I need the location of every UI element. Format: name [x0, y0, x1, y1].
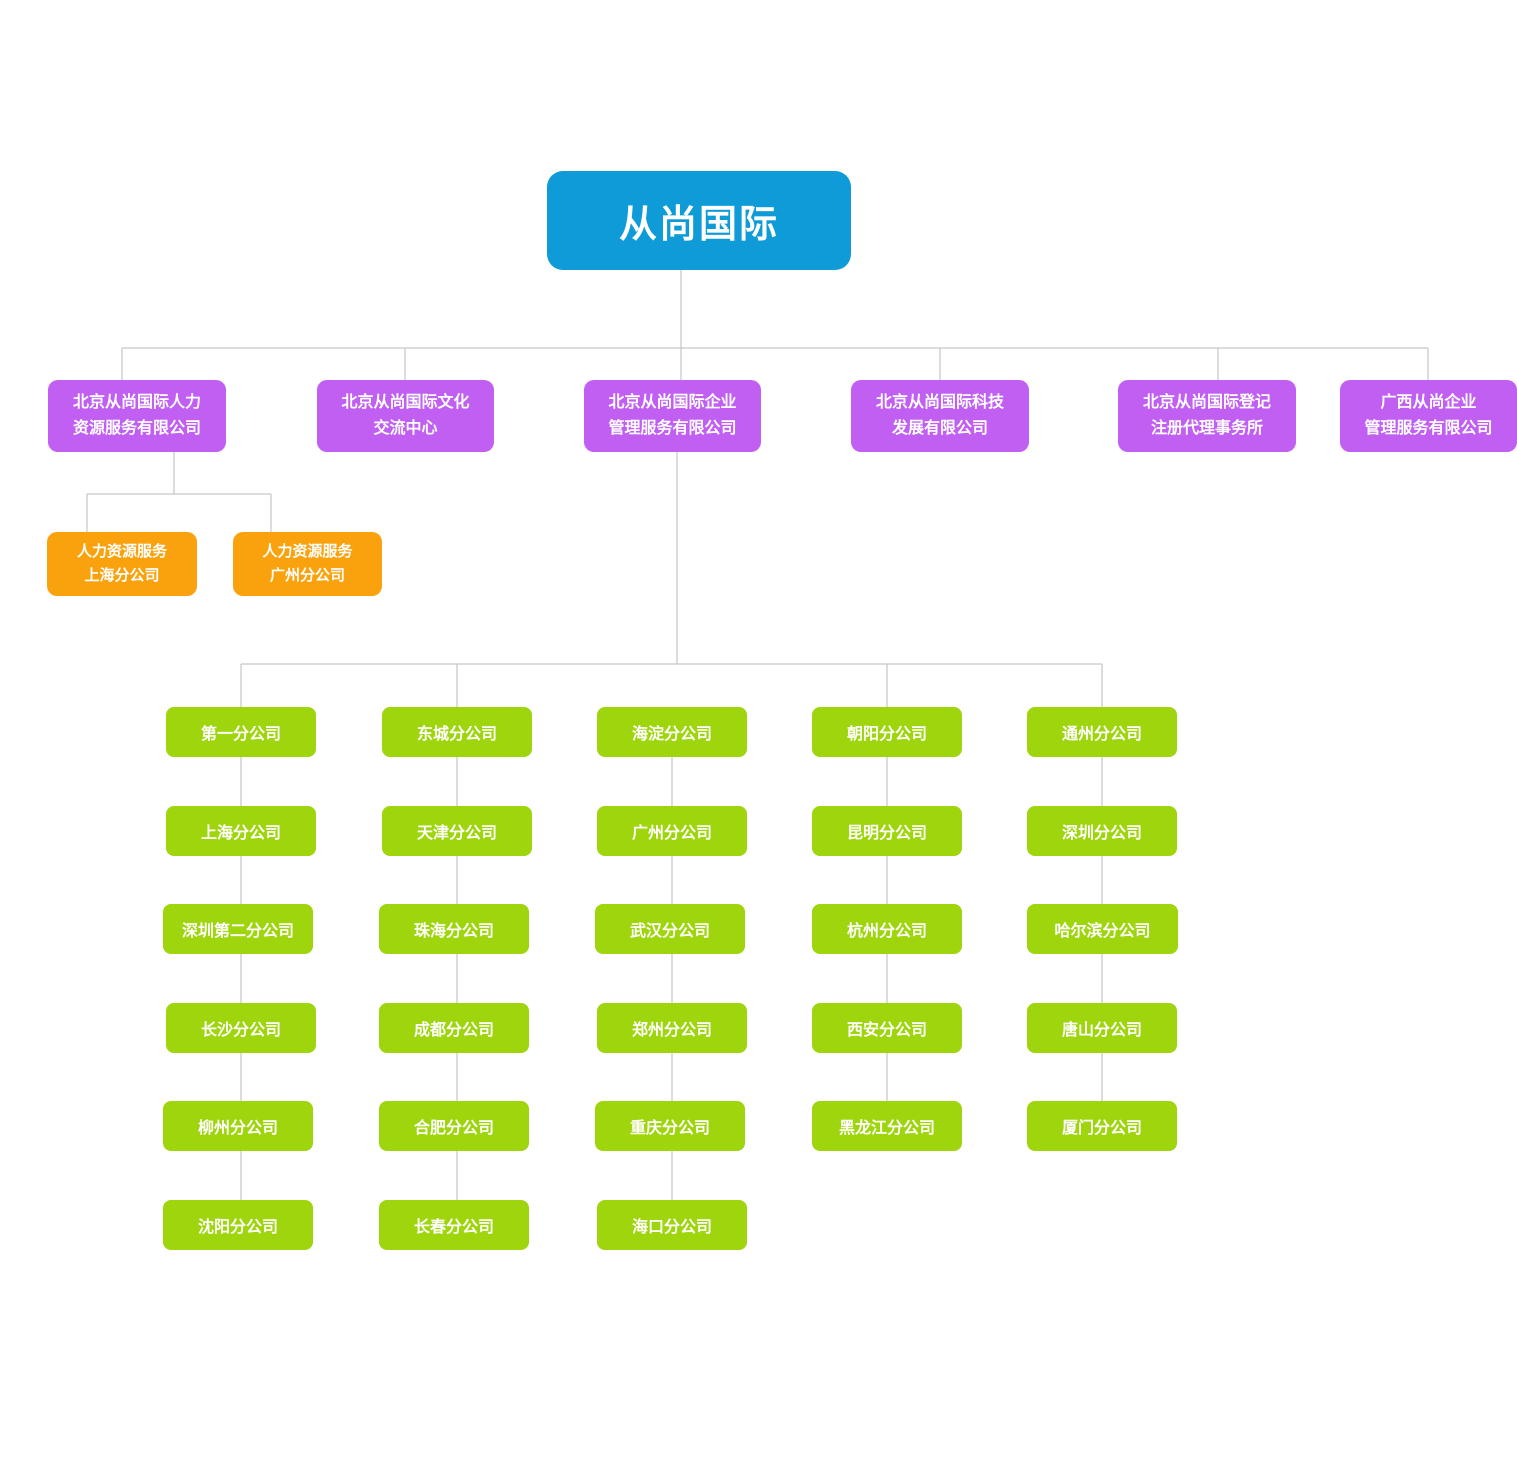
node-branch-c2r1[interactable]: 东城分公司 [382, 707, 532, 757]
node-branch-c1r1[interactable]: 第一分公司 [166, 707, 316, 757]
node-branch-c3r6[interactable]: 海口分公司 [597, 1200, 747, 1250]
node-branch-c4r5[interactable]: 黑龙江分公司 [812, 1101, 962, 1151]
node-branch-c5r3[interactable]: 哈尔滨分公司 [1027, 904, 1178, 954]
node-registration-agency[interactable]: 北京从尚国际登记 注册代理事务所 [1118, 380, 1296, 452]
node-branch-c5r4[interactable]: 唐山分公司 [1027, 1003, 1177, 1053]
node-branch-c2r3[interactable]: 珠海分公司 [379, 904, 529, 954]
node-branch-c4r3[interactable]: 杭州分公司 [812, 904, 962, 954]
node-hr-shanghai-branch[interactable]: 人力资源服务 上海分公司 [47, 532, 197, 596]
node-branch-c3r3[interactable]: 武汉分公司 [595, 904, 745, 954]
node-branch-c3r5[interactable]: 重庆分公司 [595, 1101, 745, 1151]
node-guangxi-management-company[interactable]: 广西从尚企业 管理服务有限公司 [1340, 380, 1517, 452]
node-root-company[interactable]: 从尚国际 [547, 171, 851, 270]
node-branch-c1r4[interactable]: 长沙分公司 [166, 1003, 316, 1053]
node-hr-guangzhou-branch[interactable]: 人力资源服务 广州分公司 [233, 532, 382, 596]
node-branch-c3r4[interactable]: 郑州分公司 [597, 1003, 747, 1053]
node-branch-c5r5[interactable]: 厦门分公司 [1027, 1101, 1177, 1151]
node-hr-services-company[interactable]: 北京从尚国际人力 资源服务有限公司 [48, 380, 226, 452]
node-branch-c3r1[interactable]: 海淀分公司 [597, 707, 747, 757]
node-branch-c5r1[interactable]: 通州分公司 [1027, 707, 1177, 757]
node-branch-c4r4[interactable]: 西安分公司 [812, 1003, 962, 1053]
node-tech-development-company[interactable]: 北京从尚国际科技 发展有限公司 [851, 380, 1029, 452]
node-branch-c1r3[interactable]: 深圳第二分公司 [163, 904, 313, 954]
node-branch-c4r2[interactable]: 昆明分公司 [812, 806, 962, 856]
node-culture-exchange-center[interactable]: 北京从尚国际文化 交流中心 [317, 380, 494, 452]
node-enterprise-management-company[interactable]: 北京从尚国际企业 管理服务有限公司 [584, 380, 761, 452]
node-branch-c2r4[interactable]: 成都分公司 [379, 1003, 529, 1053]
node-branch-c5r2[interactable]: 深圳分公司 [1027, 806, 1177, 856]
node-branch-c2r6[interactable]: 长春分公司 [379, 1200, 529, 1250]
node-branch-c1r6[interactable]: 沈阳分公司 [163, 1200, 313, 1250]
node-branch-c1r2[interactable]: 上海分公司 [166, 806, 316, 856]
node-branch-c2r2[interactable]: 天津分公司 [382, 806, 532, 856]
node-branch-c2r5[interactable]: 合肥分公司 [379, 1101, 529, 1151]
node-branch-c4r1[interactable]: 朝阳分公司 [812, 707, 962, 757]
node-branch-c3r2[interactable]: 广州分公司 [597, 806, 747, 856]
node-branch-c1r5[interactable]: 柳州分公司 [163, 1101, 313, 1151]
